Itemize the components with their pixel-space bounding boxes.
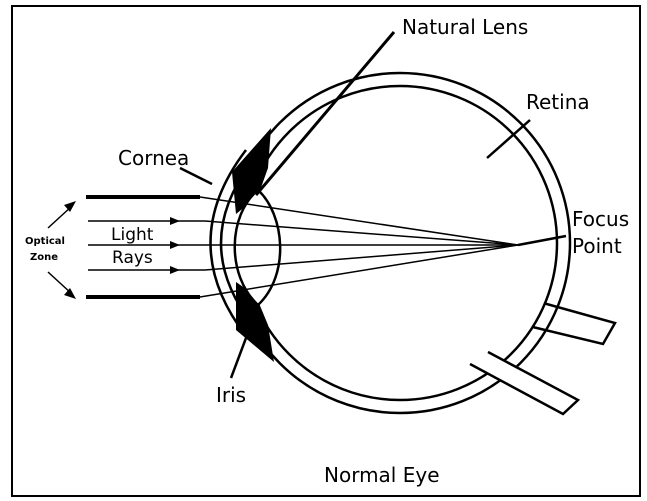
iris-label: Iris xyxy=(216,383,246,407)
focus-label: Focus xyxy=(572,207,629,231)
optical-zone-arrowhead-down xyxy=(64,288,76,299)
natural-lens-label: Natural Lens xyxy=(402,15,528,39)
optical-label: Optical xyxy=(25,236,65,247)
ray-arrowhead xyxy=(170,266,180,274)
light-label: Light xyxy=(111,225,154,245)
retina-label: Retina xyxy=(526,90,590,114)
point-label: Point xyxy=(572,234,622,258)
iris-leader xyxy=(231,330,249,378)
ray-arrowhead xyxy=(170,241,180,249)
nerve-sheath xyxy=(470,352,578,414)
cornea-label: Cornea xyxy=(118,146,189,170)
caption: Normal Eye xyxy=(324,463,440,487)
zone-label: Zone xyxy=(30,252,58,263)
rays-label: Rays xyxy=(112,248,153,268)
optical-zone-arrowhead-up xyxy=(64,201,76,212)
cornea-leader xyxy=(180,168,212,184)
retina xyxy=(243,86,557,400)
ray-arrowhead xyxy=(170,217,180,225)
